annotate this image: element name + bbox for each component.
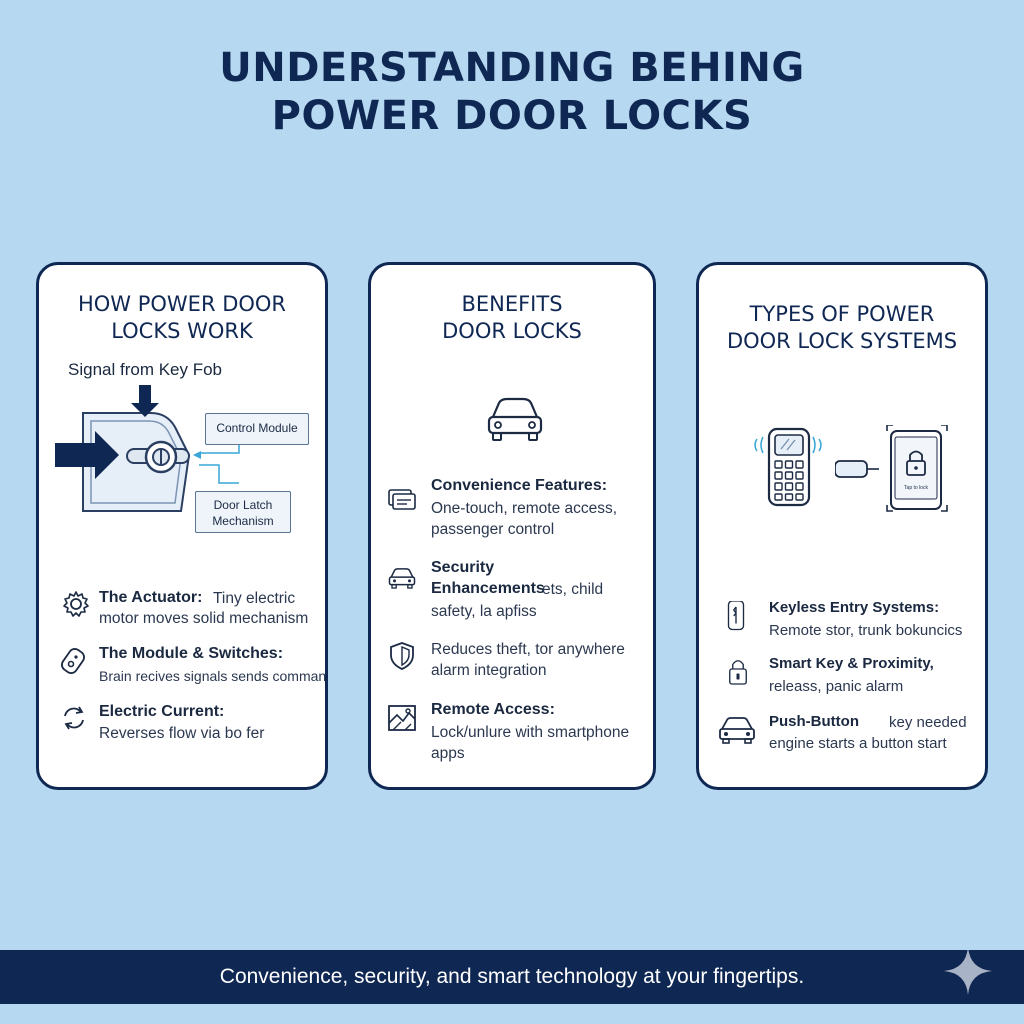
feature-title: Electric Current: [99,703,225,720]
footer-banner: Convenience, security, and smart technol… [0,950,1024,1004]
benefits-card: BENEFITS DOOR LOCKS Convenience Features… [368,262,656,790]
feature-desc-line2: passenger control [431,521,555,538]
how-it-works-card: HOW POWER DOOR LOCKS WORK Signal from Ke… [36,262,328,790]
door-latch-label-line1: Door Latch [213,498,273,512]
feature-title: Keyless Entry Systems: [769,599,940,616]
feature-desc-line1: Lock/unlure with smartphone [431,724,630,741]
car-icon [719,717,755,744]
feature-desc: Reverses flow via bo fer [99,725,265,742]
feature-desc: Brain recives signals sends commands [99,668,328,684]
feature-desc-line2: apps [431,745,465,762]
keypad-remote-icon [754,427,822,507]
door-latch-label-line2: Mechanism [212,514,274,528]
card-title-line1: HOW POWER DOOR [77,292,287,316]
feature-title-tail: key needed [889,714,967,731]
signal-label: Signal from Key Fob [68,360,223,379]
feature-desc-line1: Reduces theft, tor anywhere [431,641,625,658]
door-latch-box: Door Latch Mechanism [195,491,291,533]
card-title-line2: DOOR LOCK SYSTEMS [726,329,958,353]
page-title-line2: POWER DOOR LOCKS [271,93,753,139]
feature-desc-line1: One-touch, remote access, [431,500,618,517]
gear-icon [63,591,89,617]
feature-desc-inline: Tiny electric [213,590,296,607]
card-title-line1: TYPES OF POWER [749,302,935,326]
smartphone-lock-icon: Tap to lock [835,425,948,512]
feature-title: Push-Button [769,713,859,730]
card-title-line1: BENEFITS [461,292,563,316]
map-icon [388,705,416,731]
key-icon [727,601,745,631]
card-title-line2: DOOR LOCKS [442,319,582,343]
sparkle-icon [944,947,992,995]
page-title: UNDERSTANDING BEHING POWER DOOR LOCKS [0,44,1024,140]
card-title: BENEFITS DOOR LOCKS [371,291,653,345]
shield-icon [390,642,414,670]
feature-desc-line2: alarm integration [431,662,547,679]
feature-desc: Remote stor, trunk bokuncics [769,622,963,639]
cards-icon [388,489,416,510]
feature-title: The Actuator: [99,589,203,606]
feature-title: Smart Key & Proximity, [769,655,934,672]
card-title-line2: LOCKS WORK [111,319,253,343]
feature-title: Remote Access: [431,701,555,718]
footer-text: Convenience, security, and smart technol… [219,965,805,988]
types-card: TYPES OF POWER DOOR LOCK SYSTEMS Tap to … [696,262,988,790]
car-front-icon [487,397,543,441]
padlock-icon [729,660,747,685]
feature-desc: motor moves solid mechanism [99,610,309,627]
feature-title-tail: ets, child [542,581,604,598]
card-title: HOW POWER DOOR LOCKS WORK [39,291,325,345]
feature-title: Convenience Features: [431,477,608,494]
control-module-box: Control Module [205,413,309,445]
page-title-line1: UNDERSTANDING BEHING [219,45,805,91]
feature-title: Security [431,559,495,576]
reverse-arrows-icon [64,706,84,730]
feature-desc: releass, panic alarm [769,678,904,695]
feature-title-line2: Enhancements [431,580,545,597]
feature-desc-line2: safety, la apfiss [431,603,537,620]
phone-caption: Tap to lock [904,485,928,491]
card-title: TYPES OF POWER DOOR LOCK SYSTEMS [699,301,985,355]
control-module-label: Control Module [216,421,298,435]
door-lock-diagram [55,385,240,512]
feature-desc: engine starts a button start [769,735,947,752]
key-fob-icon [61,648,85,674]
car-icon [388,568,416,589]
feature-title: The Module & Switches: [99,645,284,662]
